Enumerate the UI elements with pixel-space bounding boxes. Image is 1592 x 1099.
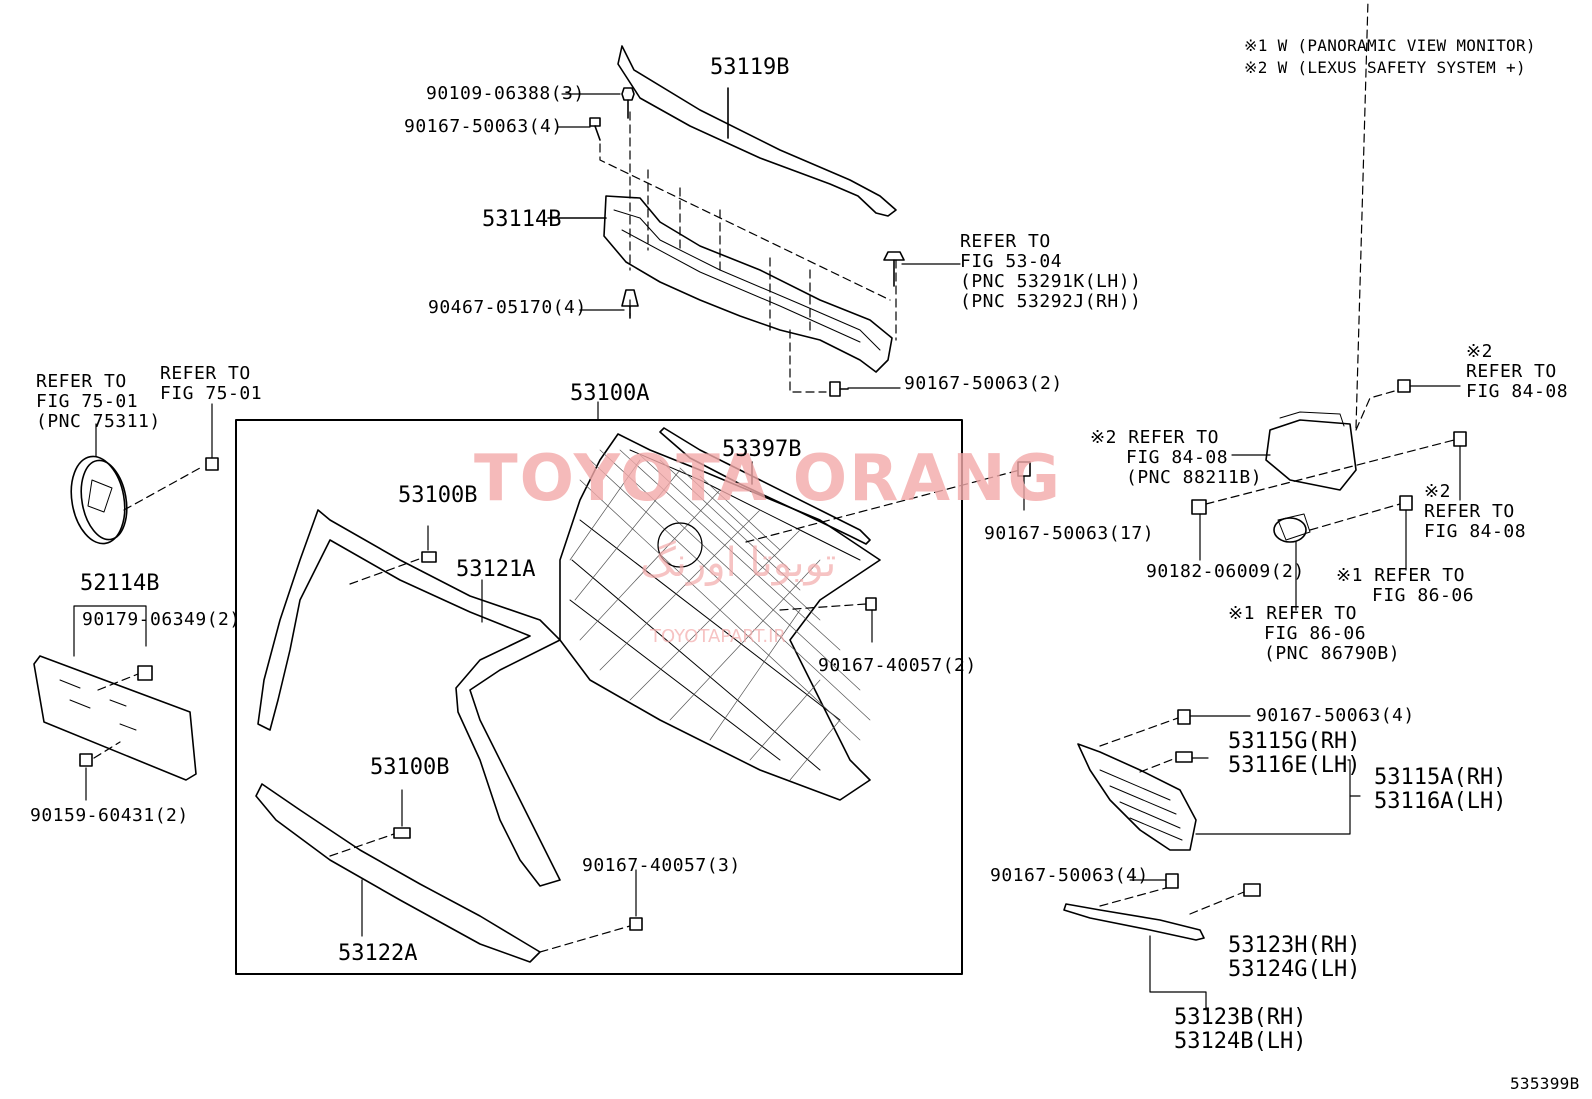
fastener-label: 90159-60431(2) — [30, 805, 189, 826]
bolt-icon — [865, 597, 877, 611]
guide-lines-top — [599, 111, 897, 393]
part-label-53100B-lower: 53100B — [370, 755, 450, 780]
fastener-label: 90167-50063(4) — [1256, 705, 1415, 726]
bolt-icon — [1453, 431, 1467, 447]
part-label-53116E: 53116E(LH) — [1228, 753, 1361, 778]
fastener-label: 90167-50063(4) — [404, 116, 563, 137]
bolt-icon — [1165, 873, 1179, 889]
part-53119B-seal — [617, 45, 897, 217]
part-label-53115G: 53115G(RH) — [1228, 729, 1361, 754]
clip-icon — [1175, 751, 1193, 763]
part-label-53397B: 53397B — [722, 437, 802, 462]
part-53115A-cover — [1077, 743, 1197, 851]
bolt-icon — [1017, 461, 1031, 477]
part-53123B-molding — [1063, 903, 1205, 941]
watermark-brand: TOYOTA ORANG — [474, 442, 1063, 516]
part-label-53100B-upper: 53100B — [398, 483, 478, 508]
part-label-53124B: 53124B(LH) — [1174, 1029, 1307, 1054]
part-label-53123H: 53123H(RH) — [1228, 933, 1361, 958]
bolt-icon — [1399, 495, 1413, 511]
part-label-53114B: 53114B — [482, 207, 562, 232]
part-53114B-bracket — [603, 195, 893, 373]
watermark-arabic: تویوتا اورنگ — [640, 540, 837, 586]
fastener-label: 90182-06009(2) — [1146, 561, 1305, 582]
fastener-label: 90109-06388(3) — [426, 83, 585, 104]
clip-icon — [137, 665, 153, 681]
part-label-53124G: 53124G(LH) — [1228, 957, 1361, 982]
part-label-53121A: 53121A — [456, 557, 536, 582]
camera-part — [1273, 513, 1311, 543]
fastener-label: 90467-05170(4) — [428, 297, 587, 318]
reference-fig-84-08-sensor: ※2 REFER TO FIG 84-08 (PNC 88211B) — [1090, 427, 1263, 488]
fastener-label: 90167-40057(3) — [582, 855, 741, 876]
watermark-url: TOYOTAPART.IR — [650, 626, 786, 647]
bolt-icon — [1397, 379, 1411, 393]
emblem-part — [70, 455, 128, 545]
radar-sensor-part — [1265, 411, 1357, 491]
reference-fig-86-06-right: ※1 REFER TO FIG 86-06 — [1336, 565, 1475, 606]
note-1: ※1 W (PANORAMIC VIEW MONITOR) — [1244, 36, 1536, 55]
clip-icon — [393, 827, 411, 839]
reference-fig-86-06-camera: ※1 REFER TO FIG 86-06 (PNC 86790B) — [1228, 603, 1401, 664]
clip-icon — [1243, 883, 1261, 897]
part-label-53100A: 53100A — [570, 381, 650, 406]
part-label-53123B: 53123B(RH) — [1174, 1005, 1307, 1030]
part-label-53115A: 53115A(RH) — [1374, 765, 1507, 790]
part-53397B-molding — [659, 427, 871, 545]
bolt-icon — [1177, 709, 1191, 725]
grille-assembly-frame — [235, 419, 963, 975]
part-label-52114B: 52114B — [80, 571, 160, 596]
part-label-53116A: 53116A(LH) — [1374, 789, 1507, 814]
part-53122A-molding — [255, 783, 541, 963]
grille-mesh-pattern — [569, 449, 871, 781]
part-52114B-bracket — [33, 655, 197, 781]
bolt-icon — [79, 753, 93, 767]
fastener-label: 90167-40057(2) — [818, 655, 977, 676]
bolt-icon — [629, 917, 643, 931]
bolt-icons-top — [589, 87, 905, 397]
bolt-icon — [205, 457, 219, 471]
part-53121A-molding — [257, 509, 561, 887]
figure-id: 535399B — [1510, 1074, 1580, 1093]
fastener-label: 90167-50063(4) — [990, 865, 1149, 886]
fastener-label: 90167-50063(2) — [904, 373, 1063, 394]
fastener-label: 90179-06349(2) — [82, 609, 241, 630]
part-label-53119B: 53119B — [710, 55, 790, 80]
fastener-label: 90167-50063(17) — [984, 523, 1155, 544]
note-2: ※2 W (LEXUS SAFETY SYSTEM +) — [1244, 58, 1526, 77]
clip-icon — [421, 551, 437, 563]
part-label-53122A: 53122A — [338, 941, 418, 966]
nut-icon — [1191, 499, 1207, 515]
